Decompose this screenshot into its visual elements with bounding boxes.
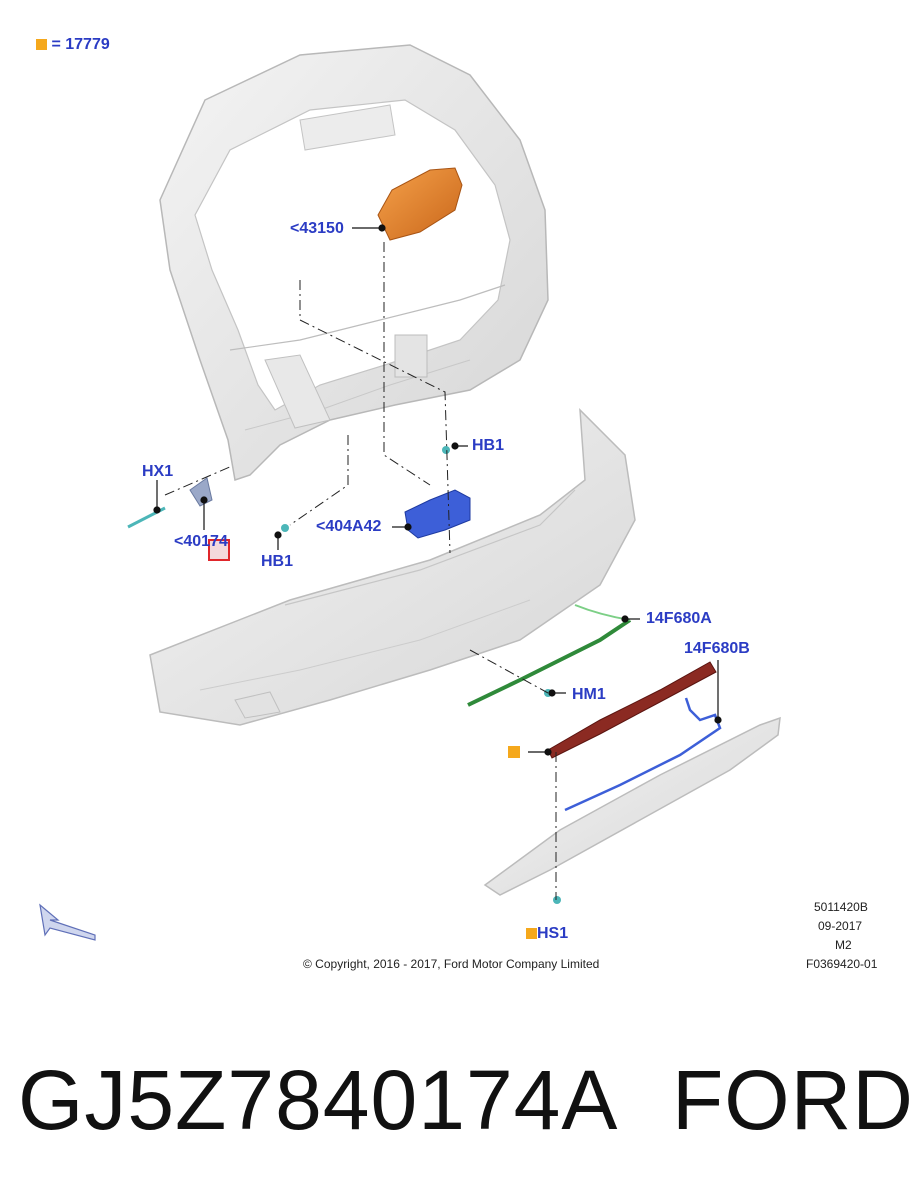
hs1-orange-square-icon	[526, 928, 537, 940]
diagram-canvas	[39, 44, 781, 941]
green-strip	[467, 618, 632, 707]
callout-hs1: HS1	[526, 925, 568, 943]
callout-hm1: HM1	[572, 686, 606, 703]
clip-hb1-top	[442, 446, 450, 454]
callout-43150: <43150	[290, 220, 344, 237]
direction-arrow-icon	[39, 903, 96, 941]
copyright-text: © Copyright, 2016 - 2017, Ford Motor Com…	[303, 957, 600, 971]
callout-hb1-bottom: HB1	[261, 553, 294, 570]
assembly-guide-lines	[164, 242, 557, 900]
clip-hb1-bottom	[281, 524, 289, 532]
callout-14f680b: 14F680B	[684, 640, 750, 657]
legend: = 17779	[36, 36, 110, 54]
callout-hb1-top: HB1	[472, 437, 505, 454]
screw-hs1	[553, 896, 561, 904]
part-number: GJ5Z7840174A	[18, 1053, 619, 1147]
leader-lines	[153, 224, 722, 756]
callout-hx1: HX1	[142, 463, 174, 480]
parts-diagram	[39, 44, 781, 941]
figure-number: F0369420-01	[806, 957, 878, 971]
callout-404a42: <404A42	[316, 518, 382, 535]
drawing-code: M2	[835, 938, 852, 952]
red-strip	[547, 661, 717, 759]
liftgate-inner-panel	[159, 44, 549, 481]
drawing-date: 09-2017	[818, 919, 863, 933]
callout-hs1-text: HS1	[537, 925, 569, 942]
callout-14f680a: 14F680A	[646, 610, 712, 627]
drawing-ref: 5011420B	[814, 900, 868, 914]
orange-marker-14f680b	[508, 746, 520, 758]
liftgate-motor	[377, 167, 463, 241]
bumper-reinforcement	[483, 716, 781, 896]
blue-bracket	[404, 489, 471, 539]
rear-bumper-cover	[149, 408, 636, 726]
brand-name: FORD	[672, 1053, 912, 1147]
legend-text: = 17779	[51, 36, 110, 53]
legend-orange-square-icon	[36, 39, 47, 51]
callout-40174: <40174	[174, 533, 228, 550]
highlight-box	[208, 539, 230, 561]
